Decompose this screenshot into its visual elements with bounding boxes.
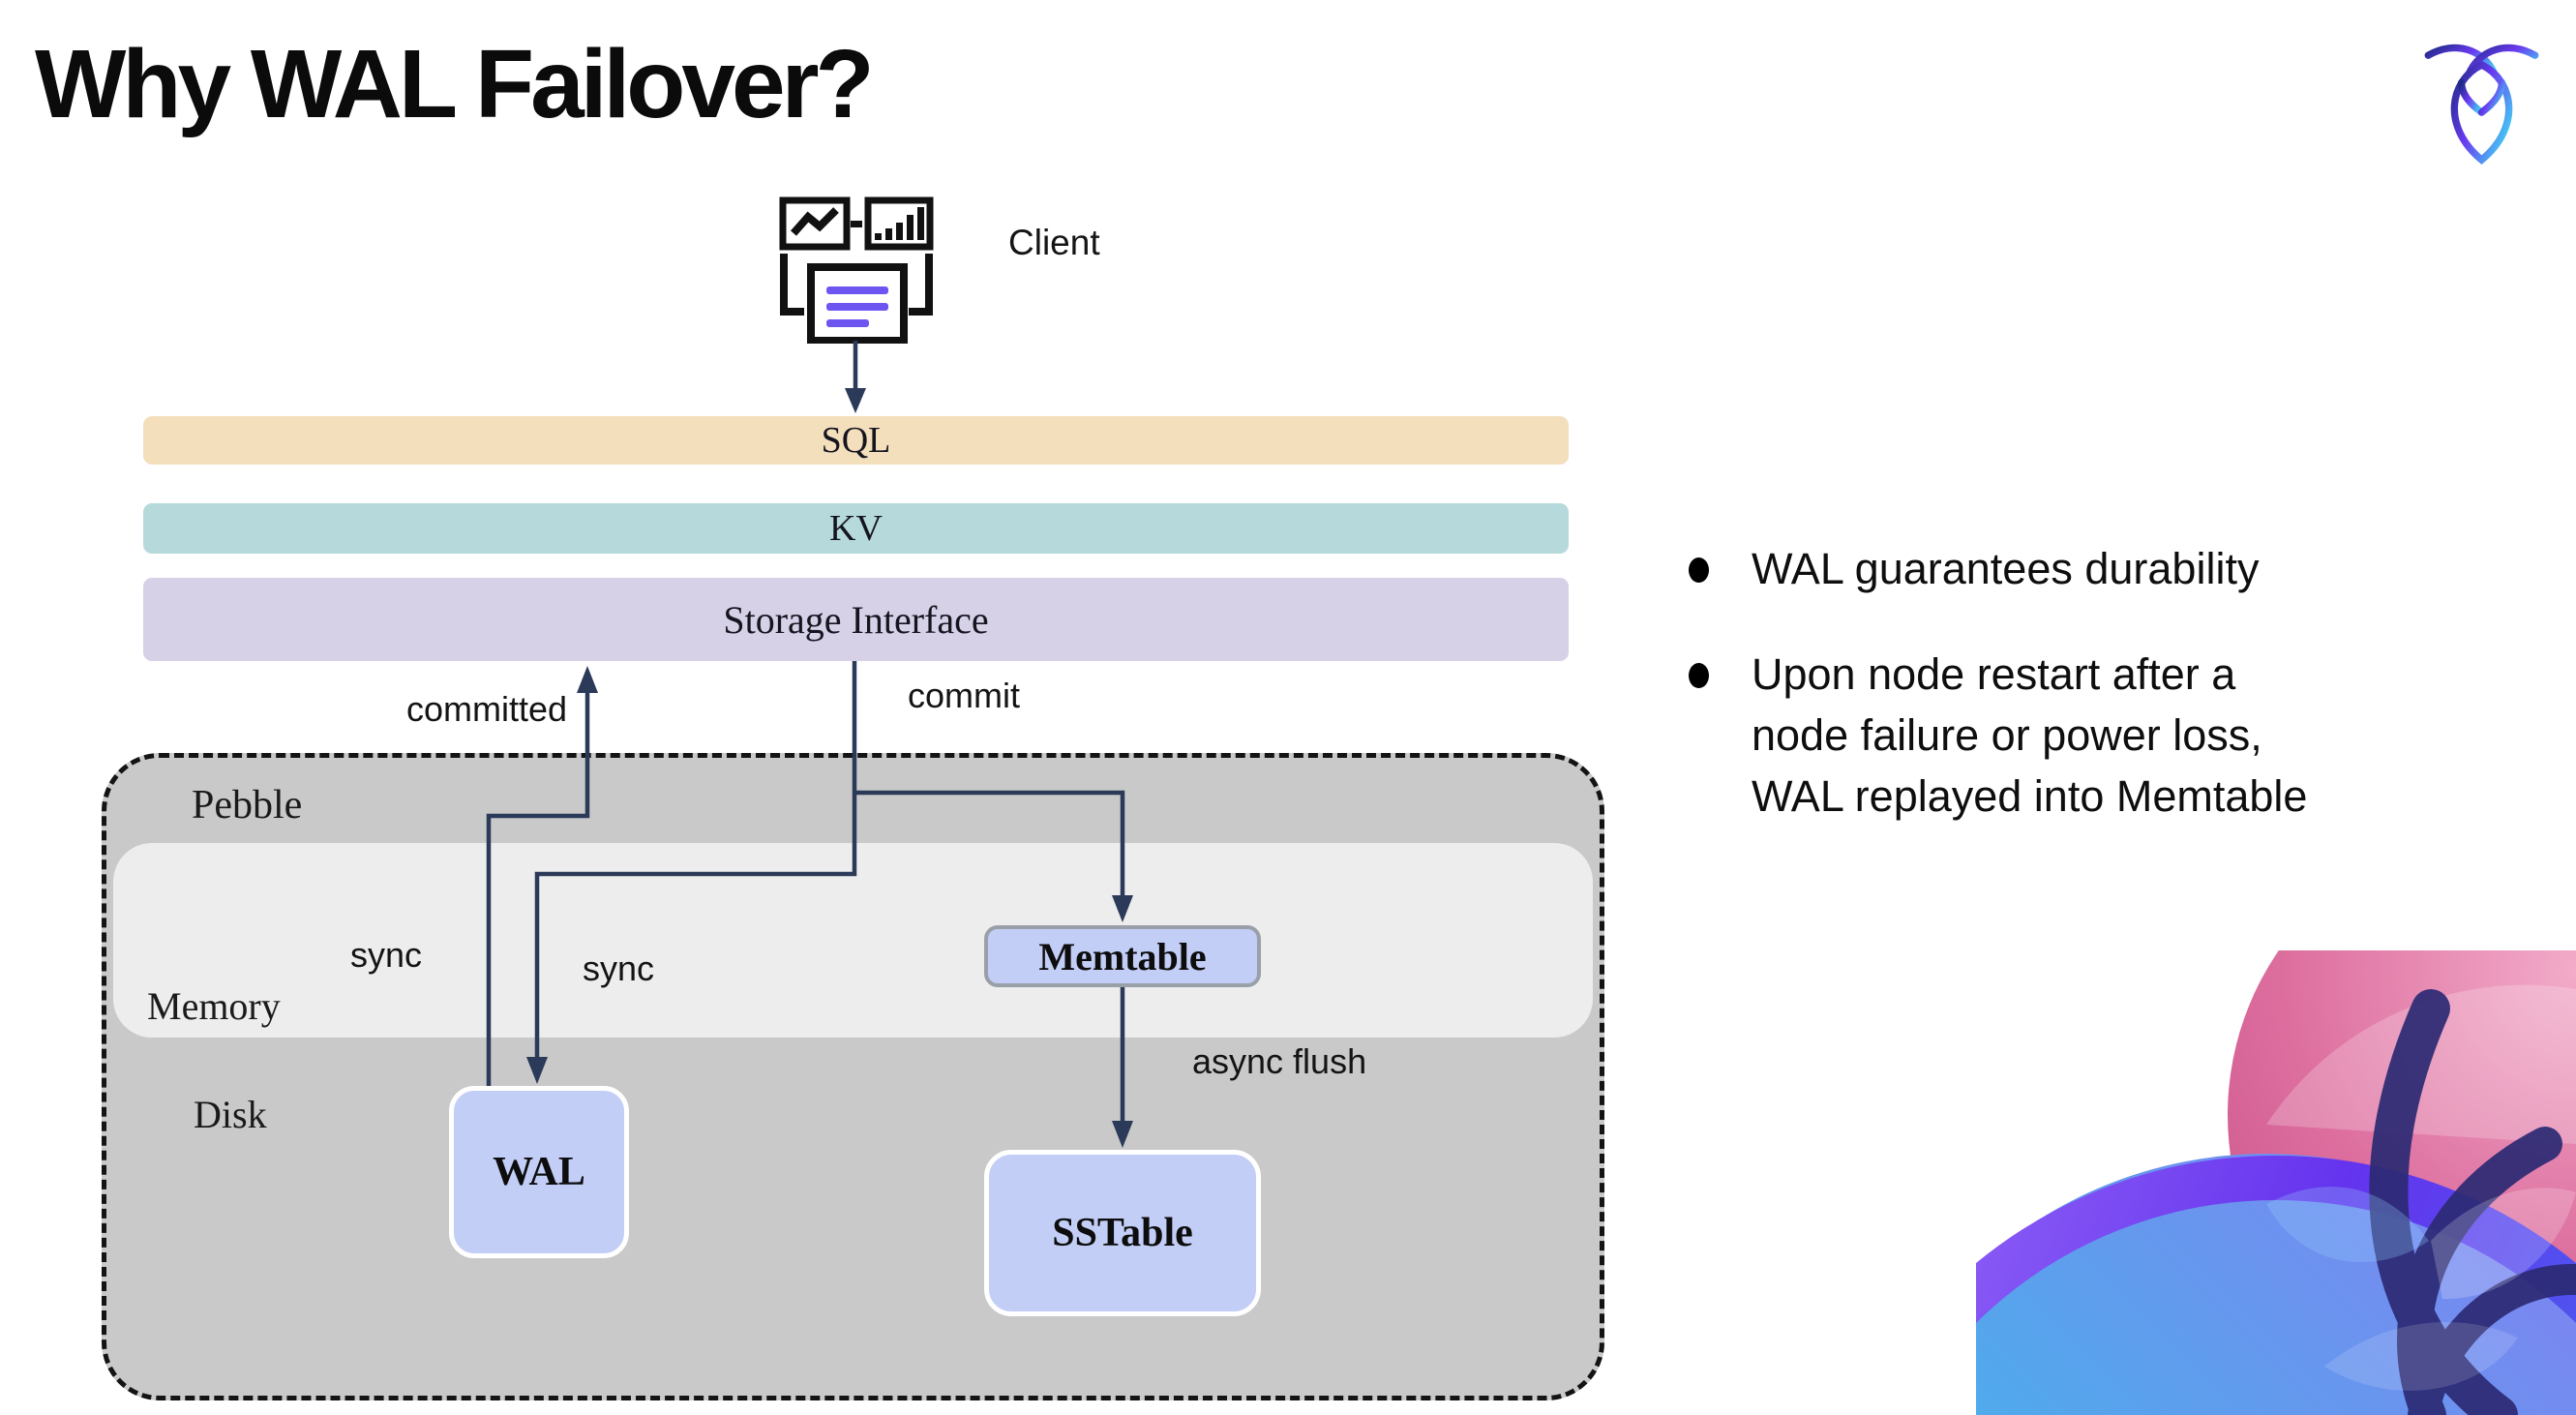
edge-label-sync-right: sync xyxy=(583,948,655,988)
memory-region xyxy=(113,843,1593,1038)
wal-box: WAL xyxy=(449,1086,629,1258)
edge-label-async-flush: async flush xyxy=(1192,1041,1367,1081)
layer-kv-label: KV xyxy=(829,508,883,549)
bullet-line: WAL guarantees durability xyxy=(1752,544,2260,593)
disk-label: Disk xyxy=(194,1093,267,1136)
bullet-item: WAL guarantees durability xyxy=(1689,538,2492,599)
memory-label: Memory xyxy=(147,984,281,1028)
layer-storage-interface-bar: Storage Interface xyxy=(143,578,1569,661)
bullet-list: WAL guarantees durability Upon node rest… xyxy=(1689,538,2492,871)
edge-label-committed: committed xyxy=(406,689,568,729)
bullet-marker xyxy=(1689,557,1709,583)
memtable-box: Memtable xyxy=(984,925,1261,987)
client-label: Client xyxy=(1008,223,1100,262)
cockroachdb-logo-icon xyxy=(2421,39,2542,169)
layer-kv-bar: KV xyxy=(143,503,1569,554)
client-workstation-icon xyxy=(774,194,939,344)
bullet-line: node failure or power loss, xyxy=(1752,710,2262,760)
memtable-label: Memtable xyxy=(1038,934,1207,978)
edge-label-commit: commit xyxy=(908,676,1020,715)
page-title: Why WAL Failover? xyxy=(35,30,875,138)
edge-label-sync-left: sync xyxy=(350,935,423,975)
layer-sql-label: SQL xyxy=(821,420,891,461)
bullet-line: Upon node restart after a xyxy=(1752,649,2236,699)
sstable-box: SSTable xyxy=(984,1150,1261,1316)
bullet-item: Upon node restart after a node failure o… xyxy=(1689,644,2492,827)
bullet-line: WAL replayed into Memtable xyxy=(1752,771,2308,821)
sstable-label: SSTable xyxy=(1052,1211,1193,1255)
bullet-marker xyxy=(1689,663,1709,688)
cockroach-corner-art xyxy=(1976,950,2576,1415)
pebble-label: Pebble xyxy=(192,783,303,828)
layer-storage-interface-label: Storage Interface xyxy=(723,597,989,642)
wal-label: WAL xyxy=(493,1150,585,1194)
layer-sql-bar: SQL xyxy=(143,416,1569,465)
